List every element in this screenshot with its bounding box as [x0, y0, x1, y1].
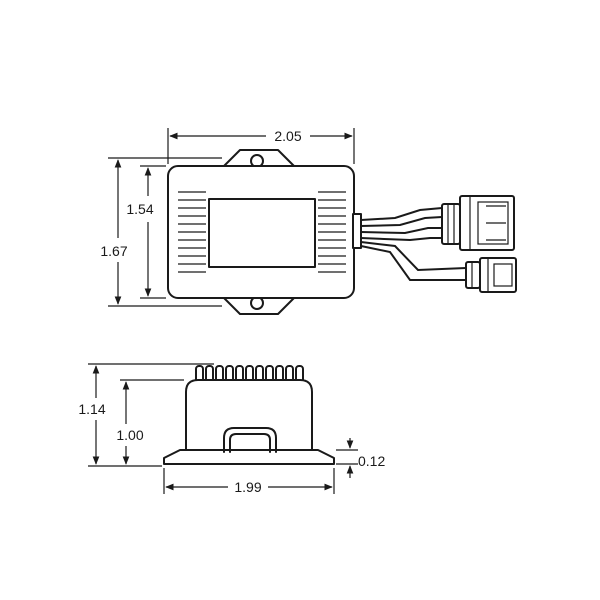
cooling-fins-left [178, 191, 206, 273]
cooling-fins-right [318, 191, 346, 273]
dim-top-inner-height: 1.54 [126, 165, 166, 299]
dim-label-top-outer-height: 1.67 [100, 243, 127, 259]
upper-connector [441, 195, 515, 251]
side-view: 1.14 1.00 0.12 1.99 [78, 363, 385, 495]
dim-label-flange-thickness: 0.12 [358, 453, 385, 469]
dim-flange-thickness: 0.12 [336, 438, 385, 478]
dim-side-body-height: 1.00 [116, 379, 184, 465]
dim-side-width: 1.99 [163, 468, 335, 495]
cable-grommet [352, 213, 362, 249]
dim-label-side-total-height: 1.14 [78, 401, 105, 417]
dim-top-outer-height: 1.67 [100, 157, 222, 307]
wire-harness-lower [360, 241, 467, 281]
dim-label-side-body-height: 1.00 [116, 427, 143, 443]
lower-connector [465, 257, 517, 293]
dim-label-top-width: 2.05 [274, 128, 301, 144]
side-flange [163, 449, 335, 465]
side-cable-grommet [223, 427, 277, 453]
dim-top-width: 2.05 [167, 128, 355, 164]
wire-harness-upper [360, 207, 443, 242]
label-window [208, 198, 316, 268]
dim-side-total-height: 1.14 [78, 363, 214, 467]
top-view: 2.05 1.54 1.67 [100, 128, 517, 315]
dim-label-side-width: 1.99 [234, 479, 261, 495]
side-body [185, 379, 313, 453]
dim-label-top-inner-height: 1.54 [126, 201, 153, 217]
